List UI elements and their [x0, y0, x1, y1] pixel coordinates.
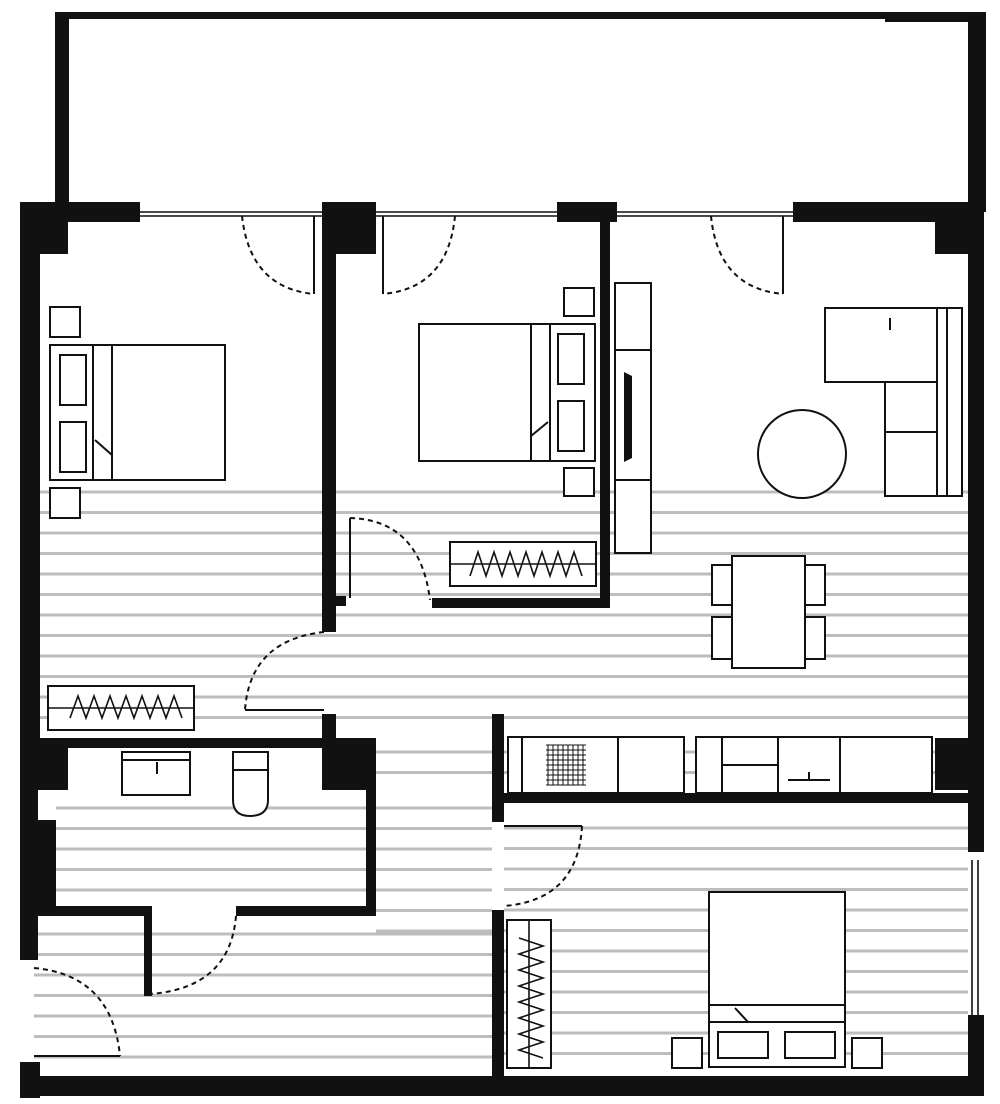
kitchen-counter: [507, 736, 933, 794]
balcony-wall-right: [968, 12, 986, 212]
tv-unit: [614, 282, 652, 554]
pillow: [717, 1031, 769, 1059]
toilet-tank: [232, 751, 269, 771]
outer-wall-right: [968, 202, 984, 852]
dining-chair: [711, 564, 735, 606]
bathroom-wall-top: [20, 738, 376, 748]
bedroom-2-furniture: [418, 287, 597, 587]
partition-wall: [600, 202, 610, 607]
nightstand: [851, 1037, 883, 1069]
outer-wall-left: [20, 202, 40, 762]
bedroom3-wall-left: [492, 910, 504, 1096]
nightstand: [563, 287, 595, 317]
kitchen-wall: [492, 714, 504, 822]
balcony-wall-top: [55, 12, 985, 19]
door-swing: [33, 967, 121, 1057]
bedroom-3-furniture: [506, 891, 883, 1069]
pillow: [557, 333, 585, 385]
nightstand: [49, 306, 81, 338]
bedroom-1-furniture: [47, 306, 226, 731]
door-swing: [503, 825, 583, 907]
door-swing: [382, 215, 456, 295]
bathroom-wall-right: [366, 790, 376, 914]
dining-chair: [802, 616, 826, 660]
nightstand: [563, 467, 595, 497]
furniture: [47, 282, 963, 1069]
pillow: [59, 354, 87, 406]
round-coffee-table: [757, 409, 847, 499]
partition-wall: [322, 202, 336, 632]
dining-chair: [711, 616, 735, 660]
stove-hob: [546, 744, 586, 786]
door-swing: [349, 517, 431, 601]
door-swing: [149, 915, 237, 995]
pillow: [784, 1031, 836, 1059]
walls: [20, 12, 986, 1098]
toilet: [232, 769, 269, 818]
dining-table: [731, 555, 806, 669]
living-room-furniture: [614, 282, 963, 669]
nightstand: [671, 1037, 703, 1069]
bathroom-wall-bottom: [236, 906, 376, 916]
dining-chair: [802, 564, 826, 606]
tv: [624, 372, 632, 462]
doors: [33, 215, 784, 1057]
pillow: [59, 421, 87, 473]
door-swing: [710, 215, 784, 295]
nightstand: [49, 487, 81, 519]
pillow: [557, 400, 585, 452]
balcony-wall-left: [55, 12, 69, 212]
door-swing: [241, 215, 315, 295]
bathroom-furniture: [121, 751, 269, 818]
